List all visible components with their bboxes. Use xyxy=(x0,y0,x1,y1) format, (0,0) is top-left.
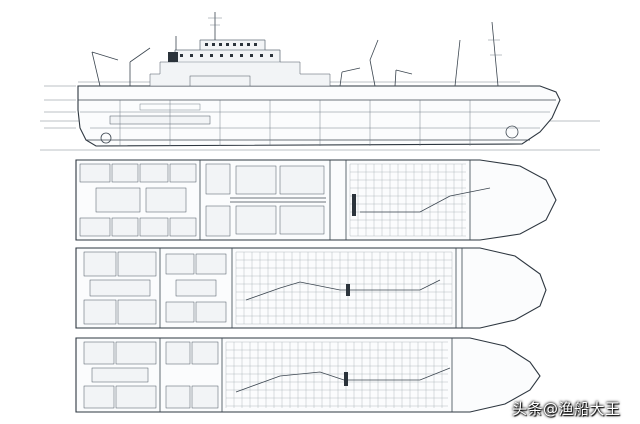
fore-mast xyxy=(491,21,499,87)
hull-profile xyxy=(77,85,561,147)
profile-view xyxy=(40,12,600,151)
conveyor-1 xyxy=(360,187,491,213)
plan-view-main-deck xyxy=(75,247,547,329)
watermark-text: 头条@渔船大王 xyxy=(512,400,621,418)
plan-view-lower-deck xyxy=(75,337,541,413)
bow-thruster xyxy=(505,125,519,139)
deck-cranes xyxy=(91,39,461,87)
propeller xyxy=(100,132,112,144)
conveyor-2 xyxy=(245,279,441,301)
plan-view-upper-deck xyxy=(75,159,557,241)
conveyor-3 xyxy=(235,367,451,393)
